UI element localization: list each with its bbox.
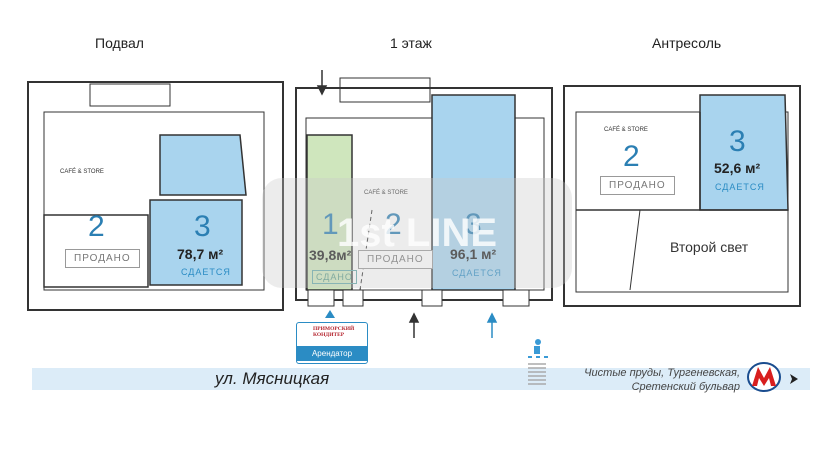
floor-title-basement: Подвал [95,35,144,51]
status-badge: ПРОДАНО [358,250,433,269]
watermark-logo: 1st LINE [262,178,572,288]
basement-stairs [89,83,171,107]
status-badge: ПРОДАНО [65,249,140,268]
tenant-badge: ПРИМОРСКИЙ КОНДИТЕР Арендатор [296,322,368,364]
unit-area: 96,1 м² [450,246,497,262]
cafe-store-label: CAFÉ & STORE [364,190,408,196]
unit-number: 3 [465,208,482,241]
street-bar [32,368,810,390]
status-badge: ПРОДАНО [600,176,675,195]
tenant-entrance-marker [325,310,335,318]
street-name: ул. Мясницкая [215,369,330,388]
floor-title-mezzanine: Антресоль [652,35,722,51]
status-badge: СДАНО [312,270,357,284]
basement-unit-3 [149,199,243,286]
status-badge: СДАЕТСЯ [452,268,502,278]
status-badge: СДАЕТСЯ [715,182,765,192]
pedestrian-icon [528,339,548,358]
metro-m-icon [747,362,781,392]
basement-inner [43,111,265,291]
cafe-store-label: CAFÉ & STORE [604,127,648,133]
tenant-label: Арендатор [297,346,367,361]
unit-number: 2 [623,140,640,173]
direction-arrow-icon [790,374,798,384]
unit-area: 39,8м² [309,247,352,263]
unit-area: 78,7 м² [177,246,224,262]
status-badge: СДАЕТСЯ [181,267,231,277]
unit-number: 2 [385,208,402,241]
cafe-store-label: CAFÉ & STORE [60,169,104,175]
entrance-arrows [316,70,498,338]
floor-title-first: 1 этаж [390,35,432,51]
second-light-label: Второй свет [670,239,749,255]
crosswalk-icon [528,363,546,385]
floor1-unit-1 [306,134,353,291]
unit-number: 1 [322,208,339,241]
metro-line-1: Чистые пруды, Тургеневская, [584,367,740,379]
unit-number: 3 [729,125,746,158]
unit-number: 3 [194,210,211,243]
metro-stations: Чистые пруды, Тургеневская, Сретенский б… [560,366,740,394]
metro-line-2: Сретенский бульвар [631,381,740,393]
unit-area: 52,6 м² [714,160,761,176]
unit-number: 2 [88,210,105,243]
floor1-stairs [339,77,431,103]
tenant-logo: ПРИМОРСКИЙ КОНДИТЕР [313,326,355,338]
floor1-unit-3 [431,94,516,291]
basement-unit-3-upper [159,134,247,196]
